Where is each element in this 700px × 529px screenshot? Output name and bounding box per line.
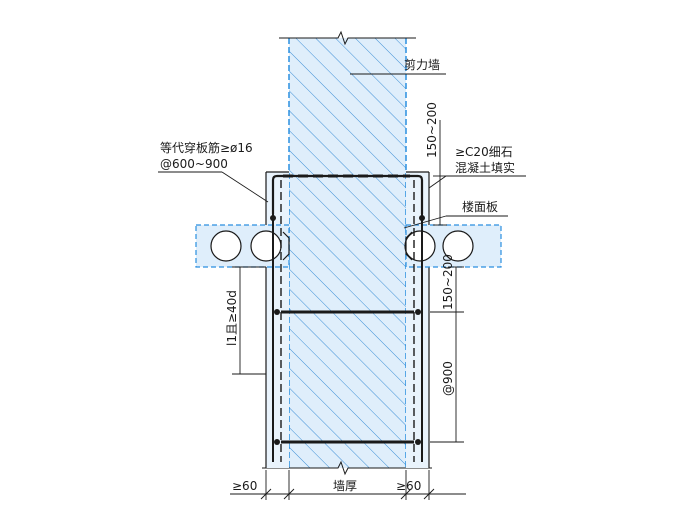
- slab-hole-icon: [250, 230, 282, 262]
- left-cover-dim: ≥60: [232, 479, 257, 493]
- reinforcement: [270, 174, 425, 462]
- mid-offset-dim: 150~200: [441, 254, 455, 310]
- right-cover-dim: ≥60: [396, 479, 421, 493]
- shear-wall-label: 剪力墙: [404, 57, 440, 72]
- top-offset-dim: 150~200: [425, 102, 439, 158]
- concrete-label-line1: ≥C20细石: [455, 145, 513, 159]
- floor-slab-label: 楼面板: [462, 199, 498, 214]
- bar-label-line1: 等代穿板筋≥ø16: [160, 140, 253, 155]
- annotation-labels: 剪力墙 150~200 ≥C20细石 混凝土填实 楼面板 等代穿板筋≥ø16 @…: [160, 57, 515, 493]
- slab-hole-icon: [442, 230, 474, 262]
- slab-hole-icon: [210, 230, 242, 262]
- dimension-lines: [158, 73, 526, 500]
- shear-wall: [262, 30, 432, 476]
- concrete-label-line2: 混凝土填实: [455, 160, 515, 175]
- lap-length-label: l1且≥40d: [225, 290, 239, 346]
- wall-thickness-label: 墙厚: [333, 479, 357, 493]
- tie-spacing-label: @900: [441, 361, 455, 396]
- bar-label-line2: @600~900: [160, 157, 228, 171]
- slab-hole-icon: [404, 230, 436, 262]
